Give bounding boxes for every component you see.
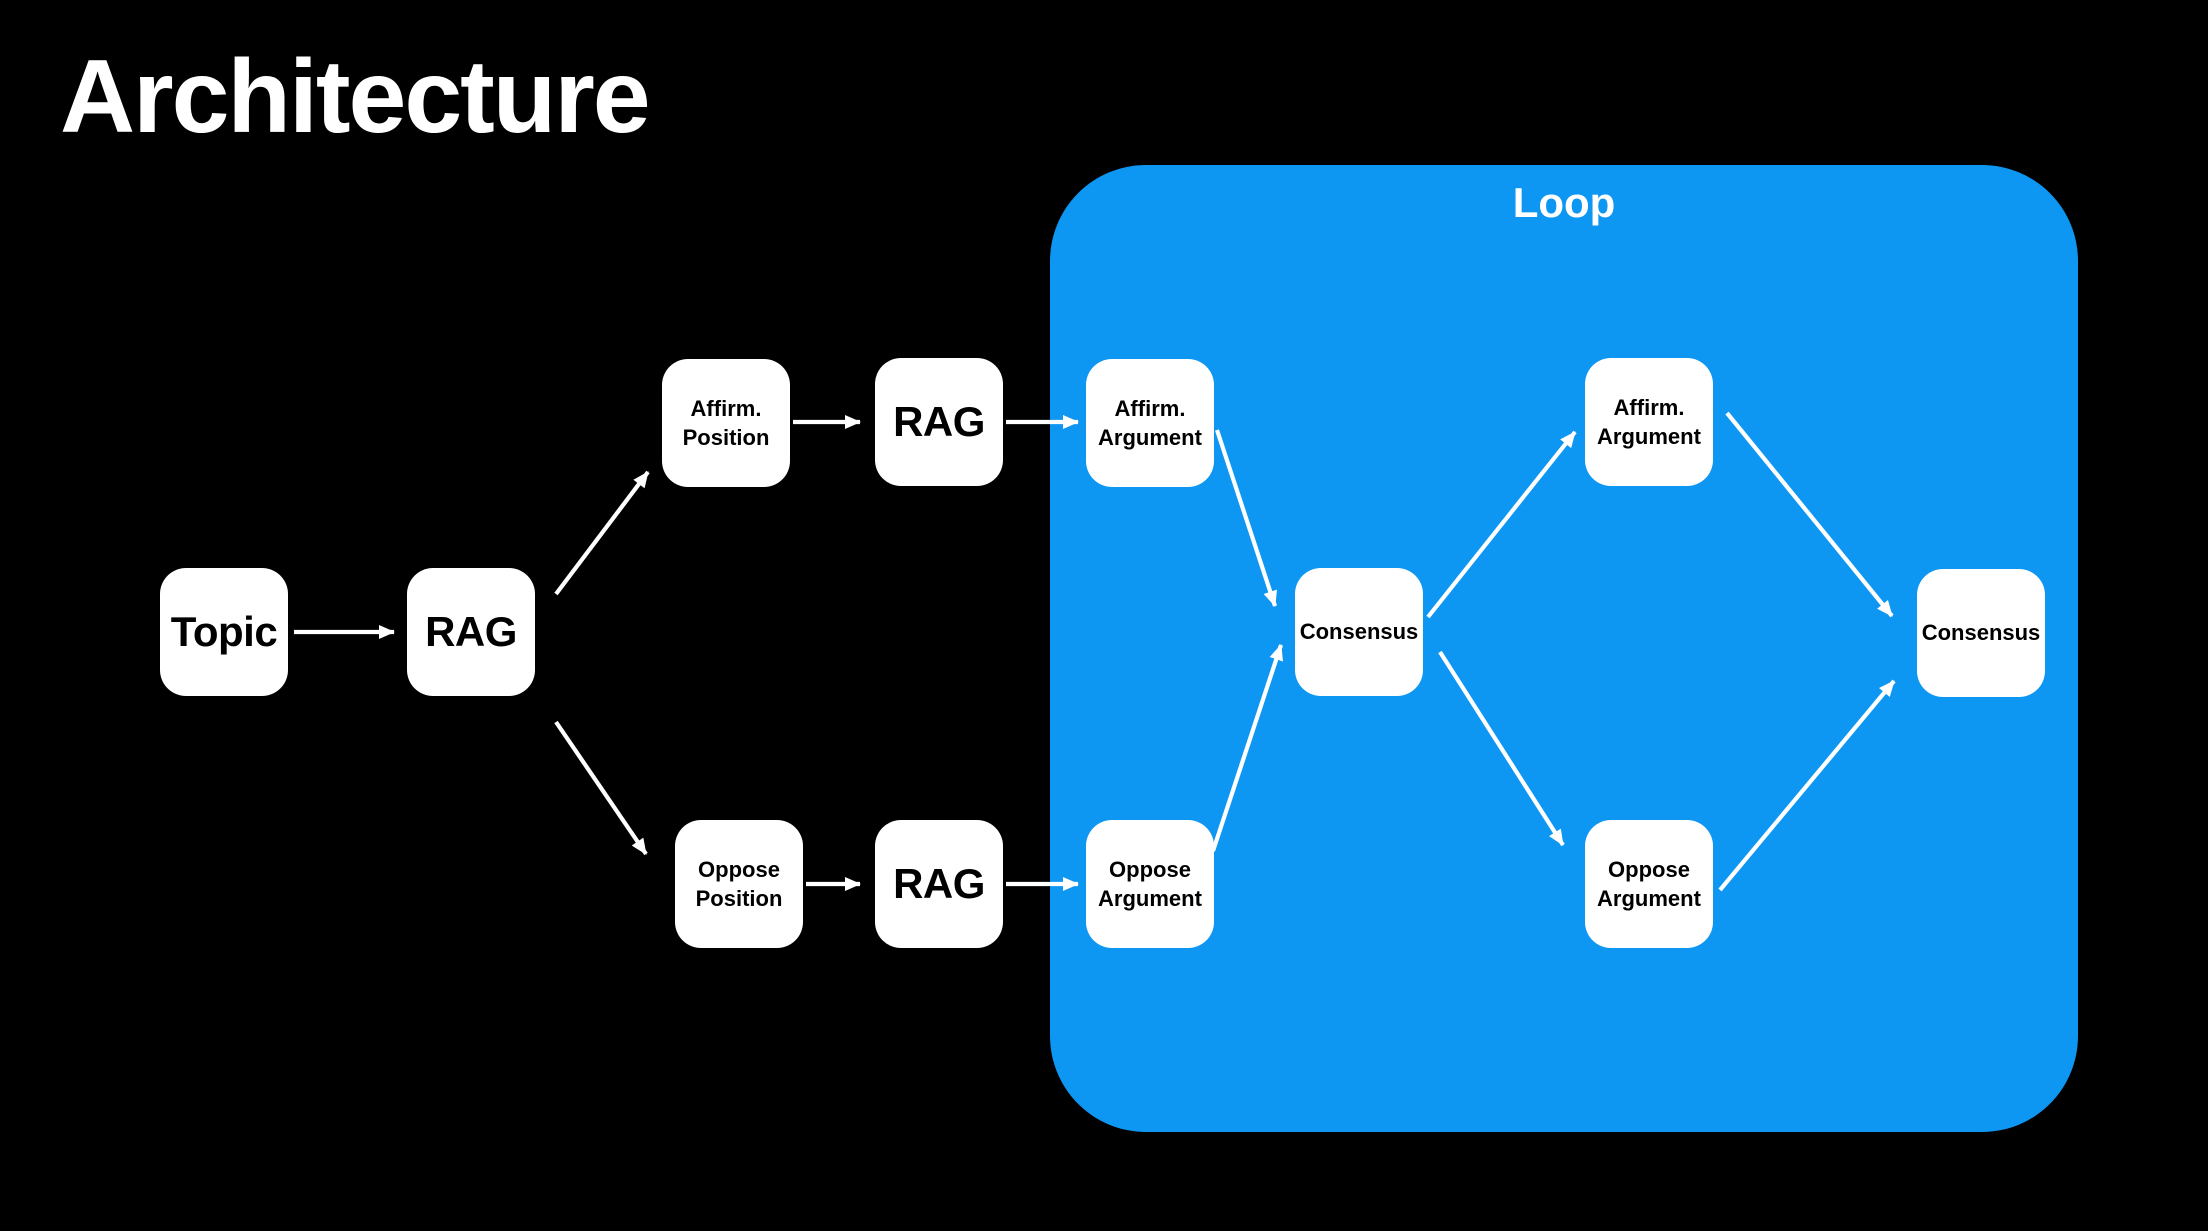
node-oppose-position: Oppose Position: [675, 820, 803, 948]
edge-oppose-argument1-consensus1: [1211, 644, 1283, 852]
node-oppose-argument-2: Oppose Argument: [1585, 820, 1713, 948]
edge-consensus1-oppose-argument2: [1438, 650, 1565, 847]
node-consensus-1: Consensus: [1295, 568, 1423, 696]
node-affirm-position: Affirm. Position: [662, 359, 790, 487]
node-affirm-argument-1: Affirm. Argument: [1086, 359, 1214, 487]
loop-container: Loop: [1050, 165, 2078, 1132]
edge-rag1-oppose-position: [554, 720, 648, 856]
loop-label: Loop: [1512, 179, 1616, 226]
edge-affirm-argument2-consensus2: [1725, 411, 1894, 618]
node-rag-2: RAG: [875, 358, 1003, 486]
node-rag-1: RAG: [407, 568, 535, 696]
slide-title: Architecture: [60, 39, 651, 155]
node-topic: Topic: [160, 568, 288, 696]
edge-rag1-affirm-position: [554, 470, 650, 596]
edge-oppose-argument2-consensus2: [1718, 679, 1896, 892]
edge-consensus1-affirm-argument2: [1426, 430, 1577, 619]
edge-affirm-argument1-consensus1: [1215, 429, 1277, 607]
node-oppose-argument-1: Oppose Argument: [1086, 820, 1214, 948]
node-consensus-2: Consensus: [1917, 569, 2045, 697]
node-affirm-argument-2: Affirm. Argument: [1585, 358, 1713, 486]
node-rag-3: RAG: [875, 820, 1003, 948]
